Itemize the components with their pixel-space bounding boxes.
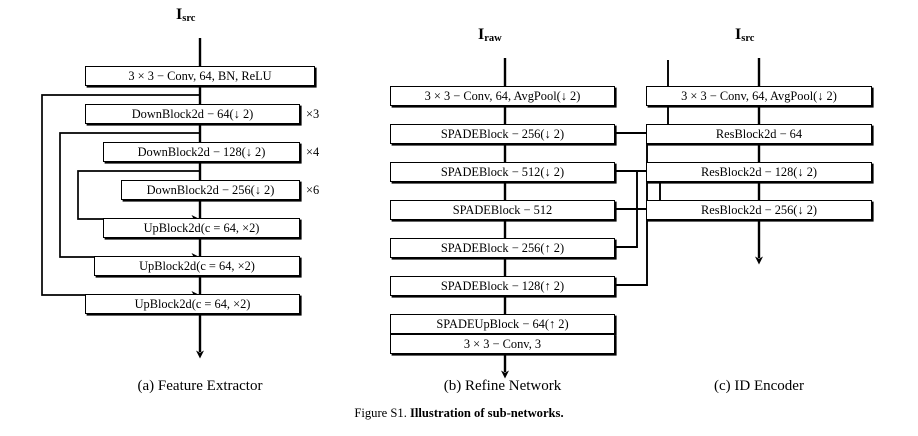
figure-caption-bold: Illustration of sub-networks. (410, 406, 564, 420)
block-a-3[interactable]: DownBlock2d − 256(↓ 2) (121, 180, 300, 200)
column-caption-a: (a) Feature Extractor (137, 378, 263, 394)
block-b-5[interactable]: SPADEBlock − 128(↑ 2) (390, 276, 615, 296)
block-a-4[interactable]: UpBlock2d(c = 64, ×2) (103, 218, 300, 238)
column-caption-c: (c) ID Encoder (714, 378, 804, 394)
multiplier-a-3: ×6 (306, 183, 320, 197)
input-label-a: Isrc (176, 6, 196, 24)
block-b-7[interactable]: 3 × 3 − Conv, 3 (390, 334, 615, 354)
block-b-1[interactable]: SPADEBlock − 256(↓ 2) (390, 124, 615, 144)
block-c-1[interactable]: ResBlock2d − 64 (646, 124, 872, 144)
figure-caption-prefix: Figure S1. (354, 406, 407, 420)
id-inject-res128-to-spade128 (615, 170, 646, 248)
input-label-b: Iraw (478, 26, 502, 44)
id-inject-res64-to-spadeup64 (615, 132, 648, 286)
block-c-2[interactable]: ResBlock2d − 128(↓ 2) (646, 162, 872, 182)
block-a-2[interactable]: DownBlock2d − 128(↓ 2) (103, 142, 300, 162)
block-c-0[interactable]: 3 × 3 − Conv, 64, AvgPool(↓ 2) (646, 86, 872, 106)
block-b-6[interactable]: SPADEUpBlock − 64(↑ 2) (390, 314, 615, 334)
column-caption-b: (b) Refine Network (443, 378, 562, 394)
figure-caption: Figure S1. Illustration of sub-networks. (0, 406, 918, 421)
block-b-3[interactable]: SPADEBlock − 512 (390, 200, 615, 220)
block-b-2[interactable]: SPADEBlock − 512(↓ 2) (390, 162, 615, 182)
block-a-5[interactable]: UpBlock2d(c = 64, ×2) (94, 256, 300, 276)
block-b-0[interactable]: 3 × 3 − Conv, 64, AvgPool(↓ 2) (390, 86, 615, 106)
input-label-c: Isrc (735, 26, 755, 44)
block-a-0[interactable]: 3 × 3 − Conv, 64, BN, ReLU (85, 66, 315, 86)
block-b-4[interactable]: SPADEBlock − 256(↑ 2) (390, 238, 615, 258)
multiplier-a-1: ×3 (306, 107, 320, 121)
block-a-6[interactable]: UpBlock2d(c = 64, ×2) (85, 294, 300, 314)
block-c-3[interactable]: ResBlock2d − 256(↓ 2) (646, 200, 872, 220)
multiplier-a-2: ×4 (306, 145, 320, 159)
block-a-1[interactable]: DownBlock2d − 64(↓ 2) (85, 104, 300, 124)
